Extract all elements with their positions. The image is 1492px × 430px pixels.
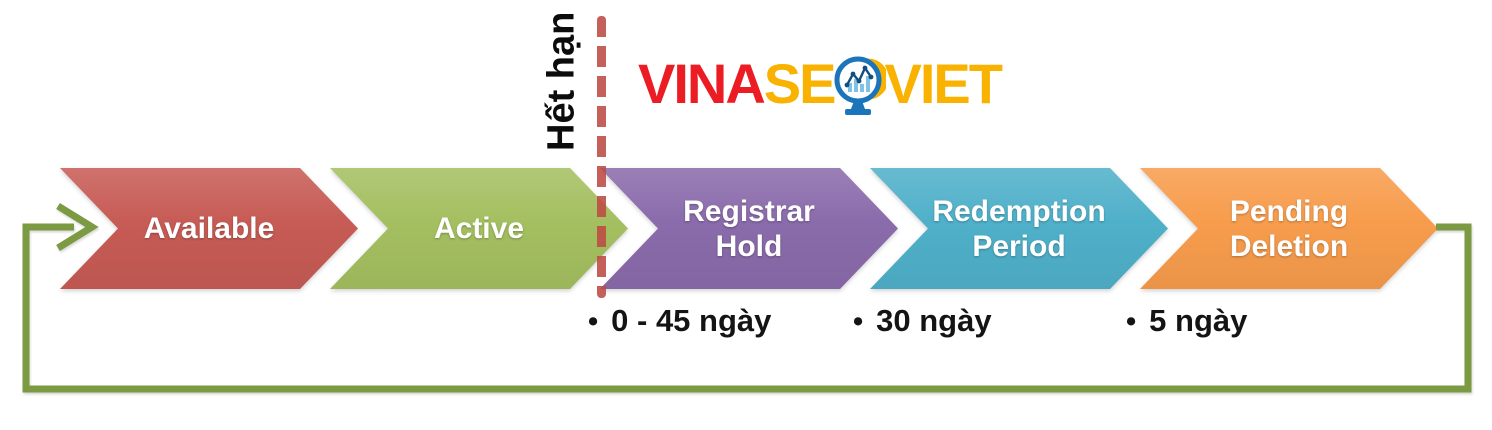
brand-logo: VINA SE <box>638 52 1003 118</box>
bullet-icon: • <box>1126 306 1137 338</box>
stage-arrow-shape: Redemption Period <box>870 168 1168 289</box>
brand-text-se: SE <box>763 52 837 115</box>
flow-stage-redemption-period: Redemption Period <box>870 168 1168 289</box>
duration-note-registrar-hold: • 0 - 45 ngày <box>588 303 771 339</box>
chart-bar <box>859 84 864 92</box>
flow-stage-registrar-hold: Registrar Hold <box>600 168 898 289</box>
stage-label: Active <box>433 212 525 245</box>
chart-dot <box>844 82 849 88</box>
globe-chart-icon <box>834 56 888 118</box>
expiry-label: Hết hạn <box>540 11 583 151</box>
globe-stand-neck <box>850 101 865 109</box>
stage-arrow-shape: Active <box>330 168 628 289</box>
brand-text-viet: VIET <box>884 52 1003 115</box>
stage-arrow-shape: Pending Deletion <box>1140 168 1438 289</box>
chart-bar <box>865 76 870 92</box>
duration-note-pending-deletion: • 5 ngày <box>1126 303 1247 339</box>
bullet-icon: • <box>853 306 864 338</box>
chart-dot <box>856 78 861 84</box>
stage-label: Available <box>143 212 275 245</box>
duration-note-redemption-period: • 30 ngày <box>853 303 992 339</box>
stage-arrow-shape: Registrar Hold <box>600 168 898 289</box>
duration-text: 30 ngày <box>876 303 992 338</box>
chart-bar <box>853 79 858 92</box>
chart-dot <box>868 74 873 80</box>
flow-stage-available: Available <box>60 168 358 289</box>
chart-dot <box>862 65 867 71</box>
stage-label: Pending Deletion <box>1229 194 1349 263</box>
chart-dot <box>850 71 855 77</box>
duration-text: 0 - 45 ngày <box>611 303 772 338</box>
brand-text-vina: VINA <box>638 52 766 115</box>
chart-bar <box>847 83 852 92</box>
bullet-icon: • <box>588 306 599 338</box>
stage-label: Registrar Hold <box>683 194 815 263</box>
expiry-dashed-line <box>597 16 606 298</box>
stage-label: Redemption Period <box>932 194 1106 263</box>
flow-stage-active: Active <box>330 168 628 289</box>
flow-stage-pending-deletion: Pending Deletion <box>1140 168 1438 289</box>
globe-stand-base <box>844 109 871 115</box>
duration-text: 5 ngày <box>1149 303 1248 338</box>
stage-arrow-shape: Available <box>60 168 358 289</box>
